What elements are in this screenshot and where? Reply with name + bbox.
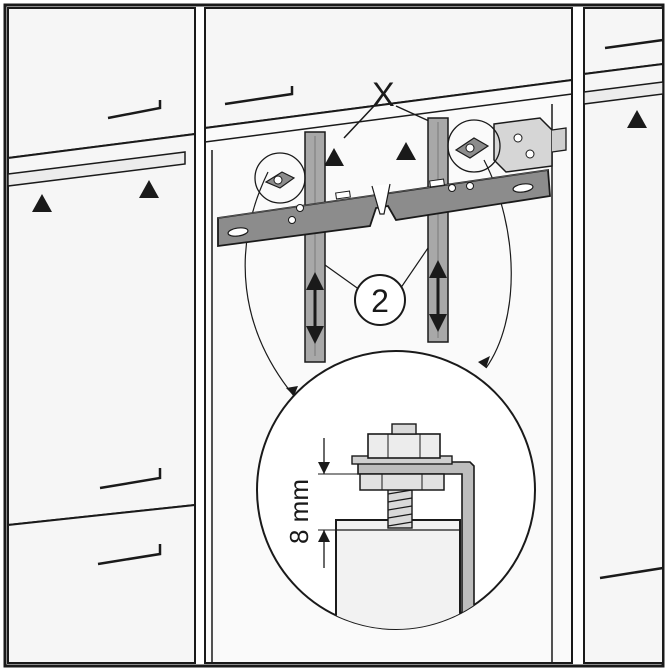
left-lower-door-2 xyxy=(7,503,196,664)
handle-icon xyxy=(97,544,162,566)
mounting-bracket xyxy=(217,168,551,248)
double-arrow-icon xyxy=(429,260,447,332)
triangle-marker-icon xyxy=(324,148,344,166)
right-upper-door xyxy=(583,7,664,76)
handle-icon xyxy=(604,38,664,50)
handle-icon xyxy=(107,100,162,120)
double-arrow-icon xyxy=(306,272,324,344)
step-circle xyxy=(354,274,406,326)
triangle-marker-icon xyxy=(396,142,416,160)
clamp-block xyxy=(493,117,567,173)
appliance-top xyxy=(335,519,461,629)
detail-connector-left xyxy=(244,171,295,397)
handle-icon xyxy=(599,566,664,580)
right-screw-area xyxy=(447,119,501,173)
triangle-marker-icon xyxy=(32,194,52,212)
threaded-stud xyxy=(387,487,413,529)
triangle-marker-icon xyxy=(627,110,647,128)
x-leader-left xyxy=(343,105,375,139)
lower-nut xyxy=(359,473,445,491)
left-screw-area xyxy=(254,152,306,204)
step-leader-right xyxy=(397,247,429,293)
triangle-marker-icon xyxy=(139,180,159,198)
dimension-marker xyxy=(318,438,358,568)
dimension-label: 8 mm xyxy=(284,479,314,544)
step-number: 2 xyxy=(371,283,389,319)
left-lower-door-1 xyxy=(7,132,196,527)
right-lower-door xyxy=(583,62,664,664)
center-shelf-edge xyxy=(204,93,573,143)
detail-inset: 8 mm xyxy=(256,350,536,630)
left-upper-door xyxy=(7,7,196,160)
handle-icon xyxy=(99,468,162,490)
screw-icon xyxy=(465,143,475,153)
triangle-markers xyxy=(32,110,647,212)
right-rail xyxy=(427,117,449,343)
handle-icon xyxy=(224,86,294,106)
step-leader-left xyxy=(324,264,361,291)
bolt-icon xyxy=(367,423,441,459)
x-marker-label: X xyxy=(372,76,395,114)
screw-icon xyxy=(273,175,283,185)
